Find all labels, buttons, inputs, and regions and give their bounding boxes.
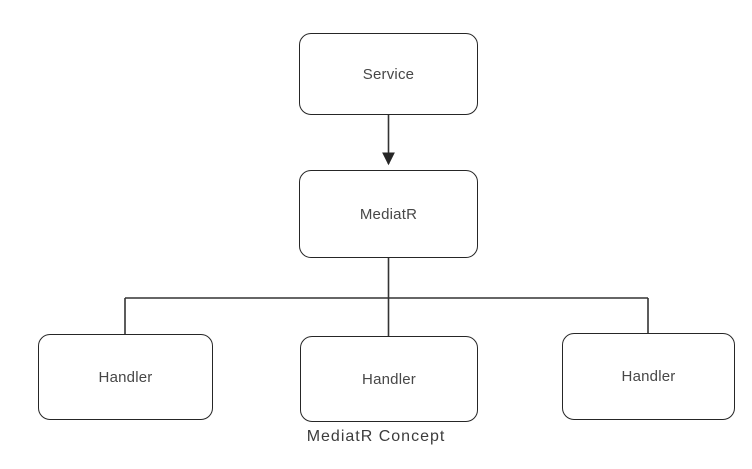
diagram-caption: MediatR Concept [306,428,446,445]
node-handler-right: Handler [562,333,735,420]
node-handler-middle-label: Handler [362,370,416,388]
node-handler-left-label: Handler [98,368,153,386]
node-mediatr-label: MediatR [359,205,418,223]
node-mediatr: MediatR [299,170,478,258]
node-handler-left: Handler [38,334,213,420]
node-handler-right-label: Handler [621,368,676,385]
node-service: Service [299,33,478,115]
node-handler-middle: Handler [300,336,478,422]
node-service-label: Service [362,65,415,83]
